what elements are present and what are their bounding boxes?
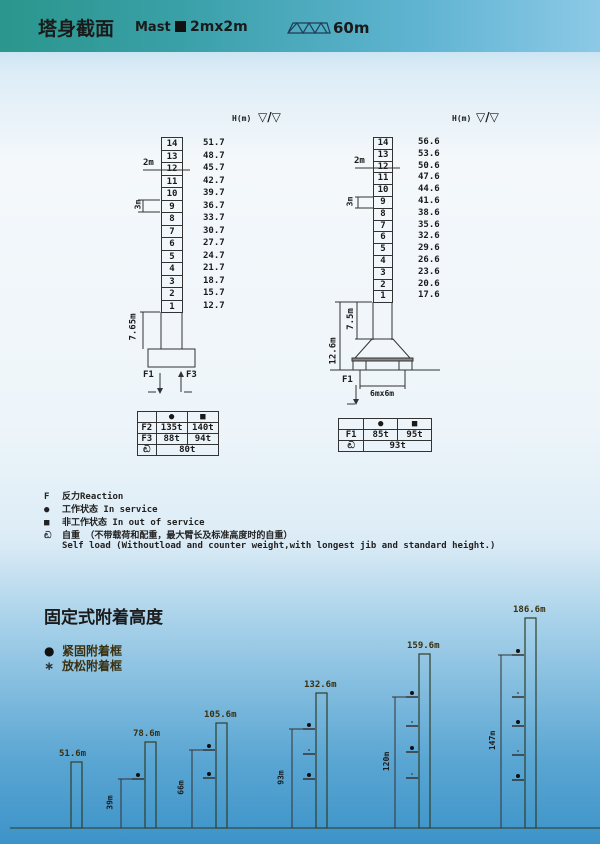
anchorage-title: 固定式附着高度 (44, 608, 163, 628)
tower-height-label: 51.6m (59, 749, 87, 759)
section-height: 53.6 (418, 148, 440, 159)
section-height: 27.7 (203, 238, 225, 248)
tower (418, 653, 431, 829)
mast-section: 1 (373, 290, 393, 304)
section-height: 41.6 (418, 196, 440, 206)
section-height: 47.6 (418, 172, 440, 183)
section-height: 24.7 (203, 250, 225, 261)
loose-anchor-icon (308, 749, 310, 751)
tower (215, 722, 228, 829)
section-height: 45.7 (203, 163, 225, 173)
section-height: 48.7 (203, 150, 225, 161)
arrow-label-f1: F1 (342, 375, 353, 385)
section-height: 44.6 (418, 184, 440, 195)
tower (144, 741, 157, 829)
section-height: 56.6 (418, 137, 440, 147)
anchor-height-dimension: 120m (382, 751, 392, 771)
header-band: 塔身截面 Mast 2mx2m 60m (0, 0, 600, 52)
section-height: 42.7 (203, 175, 225, 186)
section-height: 26.6 (418, 255, 440, 265)
tight-anchor-icon (516, 649, 520, 653)
self-load-icon: ඬ (44, 531, 52, 541)
tight-anchor-icon (516, 774, 520, 778)
tight-anchor-icon (136, 773, 140, 777)
jib-length: 60m (333, 19, 370, 37)
base-dimension: 7.5m (345, 308, 356, 330)
jib-icon (287, 22, 331, 34)
section-height: 35.6 (418, 219, 440, 230)
tower (70, 761, 83, 829)
tower-height-label: 186.6m (513, 605, 546, 615)
section-title: 塔身截面 (38, 18, 115, 40)
tower-height-label: 78.6m (133, 729, 161, 739)
section-height: 17.6 (418, 290, 440, 301)
section-height: 18.7 (203, 275, 225, 286)
section-height: 50.6 (418, 160, 440, 171)
section-height: 12.7 (203, 300, 225, 311)
reaction-icon: F (44, 492, 50, 502)
total-base-dimension: 12.6m (328, 337, 339, 365)
height-header: H(m) (232, 114, 252, 123)
tower (315, 692, 328, 829)
section-height: 20.6 (418, 278, 440, 289)
legend-tight: ●紧固附着框 (44, 644, 123, 658)
arrow-label-f3: F3 (186, 370, 197, 380)
tight-anchor-icon (307, 773, 311, 777)
loose-anchor-icon (411, 773, 413, 775)
section-height: 39.7 (203, 188, 225, 198)
mast-section: 1 (161, 299, 183, 313)
tower (524, 617, 537, 829)
section-height: 23.6 (418, 266, 440, 277)
out-service-icon: ■ (44, 518, 50, 528)
tight-anchor-icon (207, 744, 211, 748)
tight-anchor-icon (410, 691, 414, 695)
mast-size: 2mx2m (190, 19, 248, 35)
section-height: 38.6 (418, 207, 440, 218)
legend-loose: ∗放松附着框 (44, 659, 123, 673)
tight-anchor-icon (516, 720, 520, 724)
hook-icon: ▽/▽ (476, 110, 499, 124)
anchor-height-dimension: 66m (176, 780, 186, 795)
loose-anchor-icon (517, 692, 519, 694)
footing-dimension: 6mx6m (370, 389, 395, 398)
width-dimension: 2m (354, 156, 365, 166)
section-height: 36.7 (203, 200, 225, 211)
tight-anchor-icon (207, 772, 211, 776)
anchor-height-dimension: 93m (276, 769, 286, 785)
right-dimension-lines (330, 167, 440, 405)
section-height: 15.7 (203, 288, 225, 298)
in-service-icon: ● (44, 505, 50, 515)
tower-height-label: 132.6m (304, 680, 337, 690)
section-dimension: 3m (345, 196, 355, 207)
arrow-label-f1: F1 (143, 370, 154, 380)
anchor-height-dimension: 147m (488, 730, 498, 750)
section-height: 33.7 (203, 213, 225, 223)
section-height: 30.7 (203, 225, 225, 236)
left-dimension-lines (138, 169, 196, 394)
tight-anchor-icon (307, 723, 311, 727)
loose-anchor-icon (517, 750, 519, 752)
section-height: 32.6 (418, 231, 440, 242)
section-height: 21.7 (203, 263, 225, 273)
anchorage-towers (10, 617, 600, 829)
height-header: H(m) (452, 114, 472, 123)
hook-icon: ▽/▽ (258, 110, 281, 124)
tower-height-label: 159.6m (407, 641, 440, 651)
tower-height-label: 105.6m (204, 710, 237, 720)
tight-anchor-icon (410, 746, 414, 750)
mast-label: Mast (135, 20, 171, 35)
loose-anchor-icon (411, 721, 413, 723)
width-dimension: 2m (143, 158, 154, 168)
section-height: 29.6 (418, 243, 440, 254)
square-icon (175, 21, 186, 32)
self-load-icon: ඬ (337, 440, 365, 452)
section-height: 51.7 (203, 138, 225, 148)
anchor-height-dimension: 39m (105, 794, 115, 810)
